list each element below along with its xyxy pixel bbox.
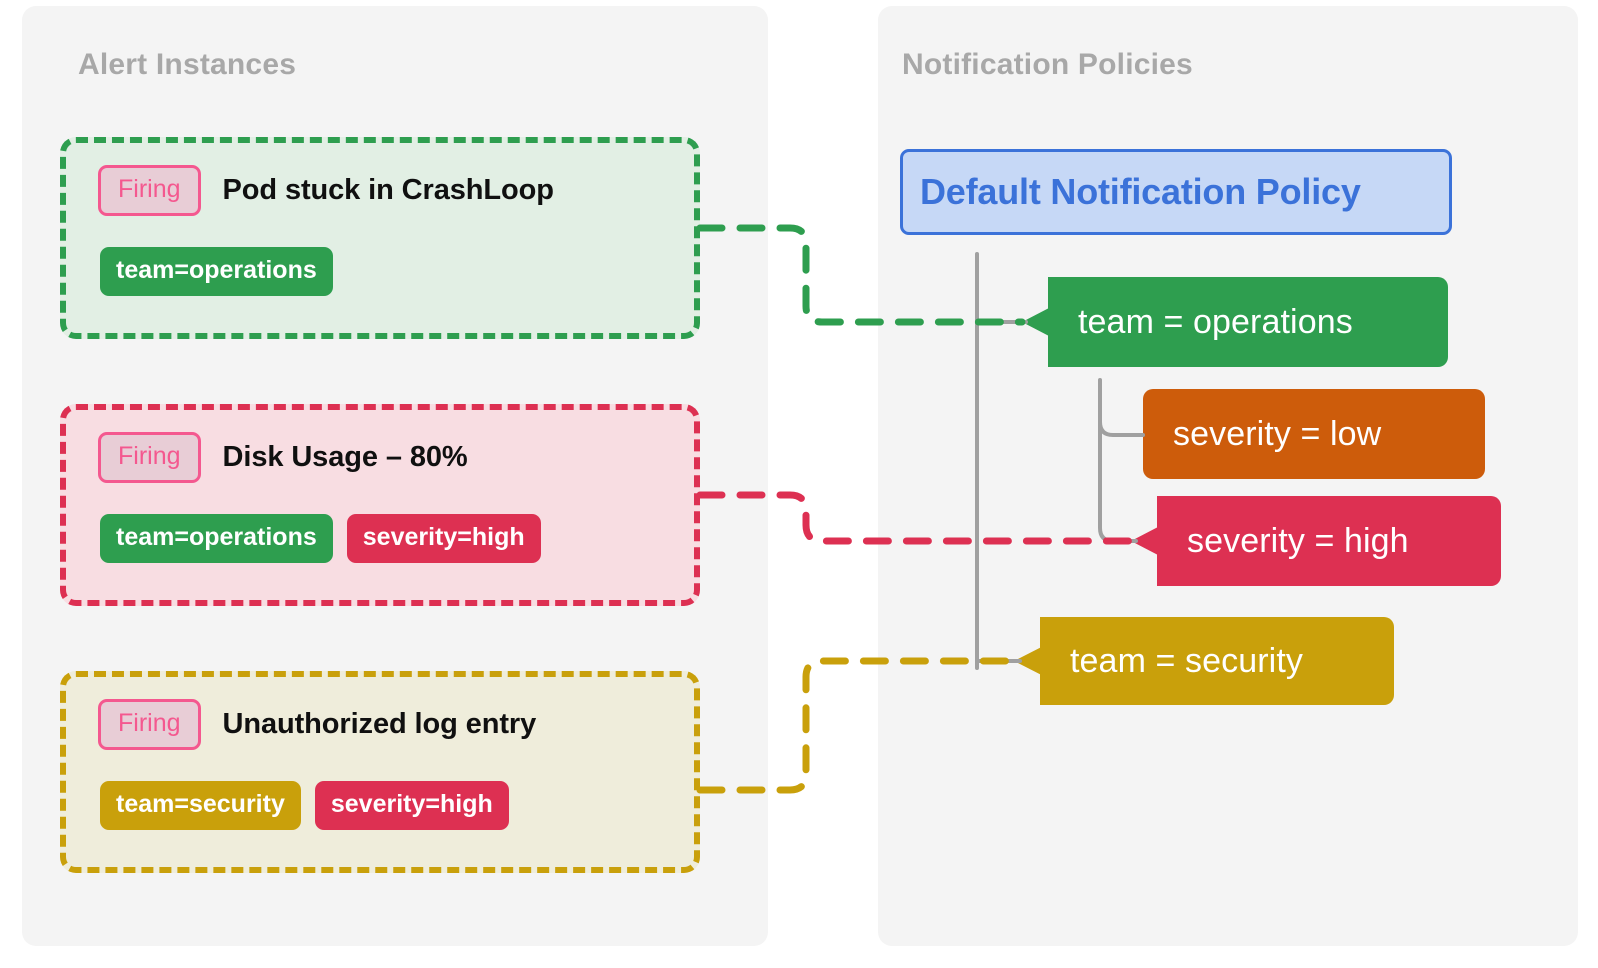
alert-title: Disk Usage – 80% [222,441,468,473]
alert-labels: team=operations [100,247,333,296]
policy-node-severity-low[interactable]: severity = low [1143,389,1485,479]
alert-label-chip: team=operations [100,514,333,563]
alert-instance-card[interactable]: Firing Pod stuck in CrashLoop team=opera… [60,137,700,339]
alert-title: Unauthorized log entry [222,708,537,740]
notification-policies-title: Notification Policies [902,48,1193,81]
alert-header: Firing Pod stuck in CrashLoop [98,165,554,216]
alert-label-chip: severity=high [314,781,509,830]
policy-node-team-operations[interactable]: team = operations [1022,277,1448,367]
alert-labels: team=security severity=high [100,781,509,830]
policy-node-severity-high[interactable]: severity = high [1131,496,1501,586]
alert-label-chip: team=security [100,781,301,830]
alert-labels: team=operations severity=high [100,514,541,563]
alert-instance-card[interactable]: Firing Disk Usage – 80% team=operations … [60,404,700,606]
status-badge: Firing [98,699,201,750]
status-badge: Firing [98,165,201,216]
alert-title: Pod stuck in CrashLoop [222,174,554,206]
status-badge: Firing [98,432,201,483]
alert-header: Firing Unauthorized log entry [98,699,536,750]
alert-label-chip: severity=high [346,514,541,563]
alert-header: Firing Disk Usage – 80% [98,432,468,483]
alert-label-chip: team=operations [100,247,333,296]
alert-instance-card[interactable]: Firing Unauthorized log entry team=secur… [60,671,700,873]
alert-instances-title: Alert Instances [78,48,297,81]
policy-node-default[interactable]: Default Notification Policy [900,149,1452,235]
policy-node-team-security[interactable]: team = security [1014,617,1394,705]
